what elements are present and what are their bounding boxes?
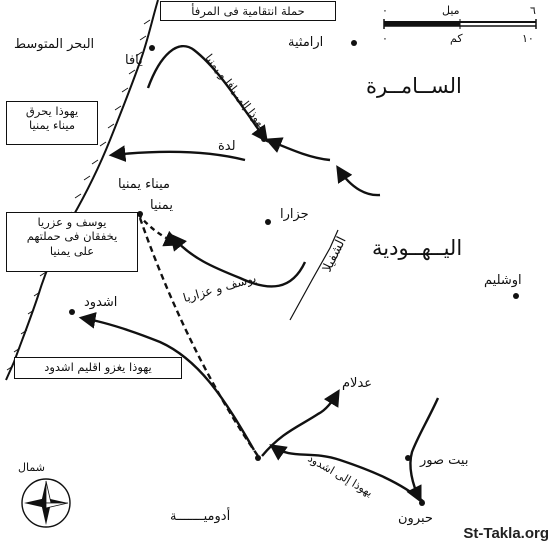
label-hebron: حبرون: [398, 511, 433, 526]
route-to-adullam: [261, 389, 340, 457]
label-bethzur: بيت صور: [420, 453, 469, 468]
coastline: [5, 0, 159, 381]
dot-joppa: [149, 45, 155, 51]
label-jerusalem: اوشليم: [484, 273, 522, 288]
north-label: شمال: [18, 461, 45, 474]
scale-mile-label: ميل: [442, 4, 460, 17]
label-azotus: اشدود: [84, 295, 118, 310]
scale-km-start: ٠: [382, 32, 388, 45]
route-samaria-arrow: [336, 165, 381, 197]
box-judas-burns-port: يهوذا يحرق ميناء يمنيا: [6, 101, 98, 145]
route-bethzur-hebron: [406, 397, 440, 504]
scale-bar: [383, 19, 537, 29]
box-revenge-campaign: حملة انتقامية فى المرفأ: [160, 1, 336, 21]
shephelah-line: [289, 229, 339, 321]
route-judas-joppa: [146, 44, 268, 143]
compass-rose-icon: [21, 478, 71, 528]
label-jamnia: يمنيا: [150, 198, 173, 213]
label-judea: اليــهــودية: [372, 236, 463, 260]
label-arimathea: ارامثية: [288, 35, 324, 50]
label-lydda: لدة: [218, 139, 236, 154]
label-idumea: أدوميـــــــة: [170, 509, 231, 524]
scale-mile-start: ٠: [382, 4, 388, 17]
dot-arimathea: [351, 40, 357, 46]
dot-bethzur: [405, 455, 411, 461]
scale-km-end: ١٠: [522, 32, 534, 45]
route-hebron-to-azotus: [269, 444, 425, 503]
label-jamnia-port: ميناء يمنيا: [118, 177, 170, 192]
label-adullam: عدلام: [342, 376, 373, 391]
dot-gezer: [265, 219, 271, 225]
label-samaria: الســامــرة: [366, 74, 462, 98]
route-to-azotus: [78, 312, 256, 451]
box-joseph-azarias-fail: يوسف و عزريا يخفقان فى حملتهم على يمنيا: [6, 212, 138, 272]
scale-mile-end: ٦: [530, 4, 536, 17]
dot-jerusalem: [513, 293, 519, 299]
route-to-jamnia-port: [108, 145, 246, 162]
dot-azotus: [69, 309, 75, 315]
scale-km-label: كم: [450, 32, 463, 45]
label-joppa: يافا: [125, 53, 143, 68]
dot-lydda: [261, 136, 267, 142]
dot-south-junction: [255, 455, 261, 461]
label-gezer: جزارا: [280, 207, 309, 222]
coast-hatching: [6, 19, 151, 371]
box-azotus-invasion: يهوذا يغزو اقليم اشدود: [14, 357, 182, 379]
credit-watermark: St-Takla.org: [463, 525, 549, 542]
dot-jamnia: [137, 211, 143, 217]
route-jamnia-south-dashed: [138, 217, 259, 457]
route-east-to-lydda: [264, 137, 331, 162]
dot-hebron: [419, 500, 425, 506]
label-mediterranean: البحر المتوسط: [14, 37, 95, 52]
route-joseph-azarias: [169, 233, 307, 288]
